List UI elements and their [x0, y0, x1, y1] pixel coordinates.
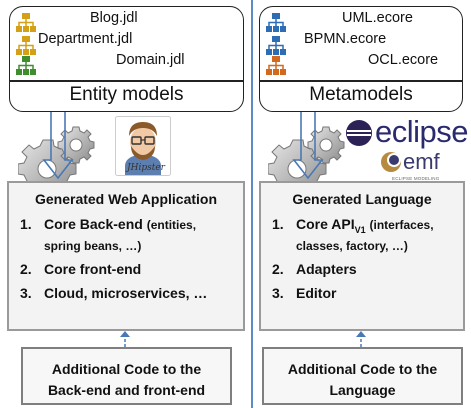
list-text: Editor — [296, 285, 337, 301]
jhipster-logo-icon — [115, 116, 171, 176]
additional-line: Language — [329, 382, 396, 398]
models-title: Entity models — [69, 84, 184, 105]
list-note: (entities, — [146, 218, 197, 232]
file-label: UML.ecore — [342, 10, 413, 26]
list-item: 3. Cloud, microservices, … — [20, 285, 207, 301]
list-item-continuation: classes, factory, …) — [296, 239, 408, 253]
list-text: Core API — [296, 216, 355, 232]
models-divider — [260, 80, 462, 82]
emf-logo-text: emf — [403, 149, 440, 174]
additional-line: Additional Code to the — [287, 361, 438, 377]
hierarchy-icon — [16, 13, 36, 32]
list-number: 3. — [272, 285, 284, 301]
list-item: 3. Editor — [272, 285, 336, 301]
additional-line: Back-end and front-end — [47, 382, 206, 398]
list-number: 2. — [272, 261, 284, 277]
file-label: BPMN.ecore — [304, 31, 387, 47]
list-number: 3. — [20, 285, 32, 301]
list-number: 1. — [20, 216, 32, 232]
hierarchy-icon — [266, 13, 286, 32]
connector-arrow-icon — [356, 331, 366, 347]
list-item: 2. Adapters — [272, 261, 357, 277]
list-text: Core front-end — [44, 261, 142, 277]
eclipse-logo-text: eclipse — [375, 114, 469, 149]
metamodels-box: UML.ecore BPMN.ecore OCL.ecore Metamodel… — [259, 6, 463, 112]
entity-models-box: Blog.jdl Department.jdl Domain.jdl Entit… — [9, 6, 244, 112]
hierarchy-icon — [16, 56, 36, 75]
models-divider — [10, 80, 243, 82]
additional-code-box: Additional Code to the Language — [262, 347, 463, 405]
generated-title: Generated Web Application — [34, 191, 218, 207]
file-label: Blog.jdl — [90, 10, 138, 26]
hierarchy-icon — [266, 36, 286, 55]
additional-line: Additional Code to the — [51, 361, 202, 377]
list-text: Cloud, microservices, … — [44, 285, 208, 301]
emf-logo-icon — [381, 152, 401, 172]
list-item: 2. Core front-end — [20, 261, 141, 277]
panel-separator — [251, 0, 253, 408]
list-item-continuation: spring beans, …) — [44, 239, 142, 253]
connector-arrow-icon — [120, 331, 130, 347]
hierarchy-icon — [266, 56, 286, 75]
file-label: Domain.jdl — [116, 52, 185, 68]
list-subscript: V1 — [354, 224, 366, 235]
list-note: (interfaces, — [369, 218, 434, 232]
generated-title: Generated Language — [292, 191, 432, 207]
list-item: 1. Core APIV1 (interfaces, — [272, 216, 434, 235]
file-label: Department.jdl — [38, 31, 133, 47]
generated-language-box: Generated Language 1. Core APIV1 (interfa… — [259, 181, 465, 331]
additional-code-box: Additional Code to the Back-end and fron… — [21, 347, 232, 405]
list-number: 2. — [20, 261, 32, 277]
models-title: Metamodels — [309, 84, 413, 105]
list-number: 1. — [272, 216, 284, 232]
jhipster-logo-text: JHipster — [127, 163, 165, 173]
file-label: OCL.ecore — [368, 52, 439, 68]
list-text: Adapters — [296, 261, 357, 277]
list-item: 1. Core Back-end (entities, — [20, 216, 196, 232]
list-text: Core Back-end — [44, 216, 143, 232]
hierarchy-icon — [16, 36, 36, 55]
eclipse-logo-icon — [346, 120, 372, 146]
generated-web-application-box: Generated Web Application 1. Core Back-en… — [7, 181, 245, 331]
